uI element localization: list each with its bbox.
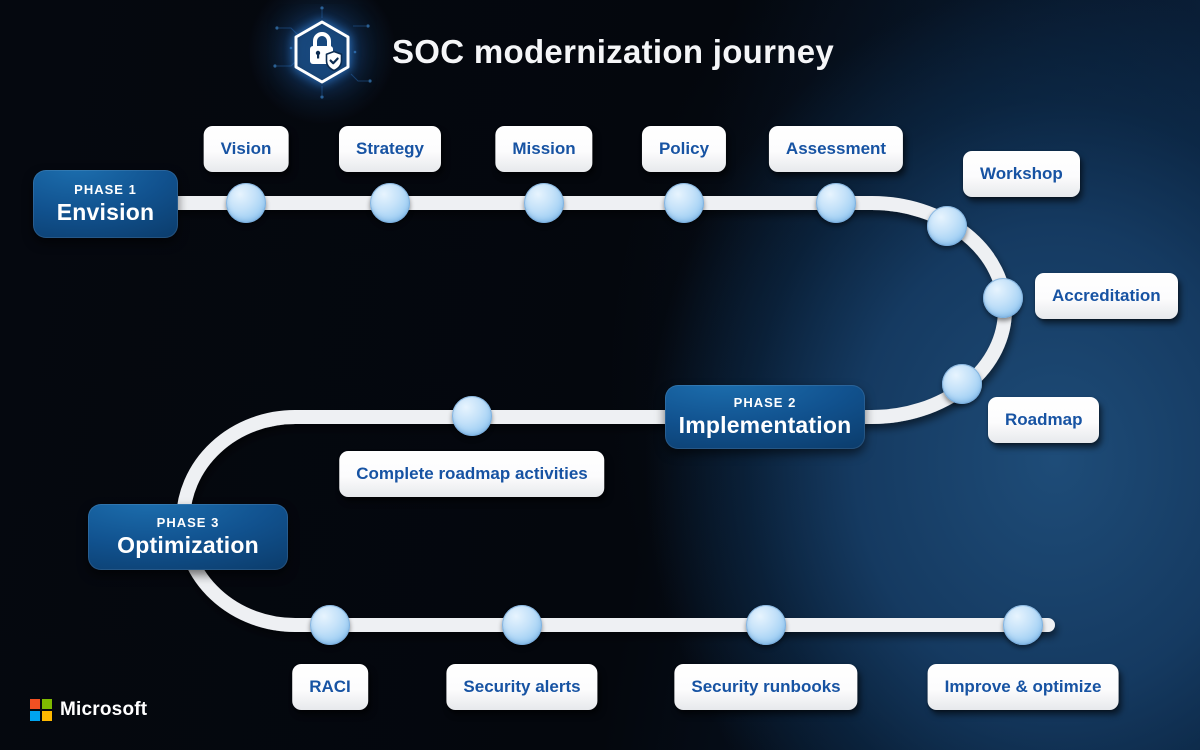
- phase-3-name: Optimization: [117, 532, 259, 558]
- path-node-raci: [310, 605, 350, 645]
- milestone-raci: RACI: [292, 664, 368, 710]
- milestone-roadmap: Roadmap: [988, 397, 1100, 443]
- microsoft-logo-icon: [30, 699, 52, 721]
- path-node-vision: [226, 183, 266, 223]
- milestone-security-alerts: Security alerts: [446, 664, 598, 710]
- road-line: [143, 196, 1055, 632]
- milestone-accreditation: Accreditation: [1035, 273, 1178, 319]
- phase-1-label: PHASE 1: [74, 182, 137, 197]
- phase-2-card: PHASE 2 Implementation: [665, 385, 865, 449]
- ms-square-blue: [30, 711, 40, 721]
- circuit-dots-decoration: [273, 6, 372, 99]
- path-node-complete-roadmap-activities: [452, 396, 492, 436]
- path-node-assessment: [816, 183, 856, 223]
- path-node-security-alerts: [502, 605, 542, 645]
- path-node-strategy: [370, 183, 410, 223]
- ms-square-green: [42, 699, 52, 709]
- phase-1-name: Envision: [56, 199, 155, 225]
- shield-check-icon: [325, 50, 343, 72]
- phase-3-label: PHASE 3: [156, 515, 220, 530]
- phase-2-name: Implementation: [678, 412, 852, 438]
- microsoft-logo: Microsoft: [30, 699, 147, 721]
- page-title: SOC modernization journey: [392, 33, 835, 70]
- milestone-assessment: Assessment: [768, 126, 904, 172]
- milestone-vision: Vision: [203, 126, 289, 172]
- path-node-policy: [664, 183, 704, 223]
- path-node-accreditation: [983, 278, 1023, 318]
- path-node-improve-optimize: [1003, 605, 1043, 645]
- phase-2-label: PHASE 2: [733, 395, 797, 410]
- phase-1-card: PHASE 1 Envision: [33, 170, 178, 238]
- milestone-complete-roadmap-activities: Complete roadmap activities: [339, 451, 605, 497]
- milestone-security-runbooks: Security runbooks: [674, 664, 858, 710]
- ms-square-yellow: [42, 711, 52, 721]
- milestone-workshop: Workshop: [963, 151, 1080, 197]
- path-node-workshop: [927, 206, 967, 246]
- milestone-strategy: Strategy: [338, 126, 442, 172]
- path-node-security-runbooks: [746, 605, 786, 645]
- path-node-mission: [524, 183, 564, 223]
- microsoft-wordmark: Microsoft: [60, 699, 148, 720]
- milestone-improve-optimize: Improve & optimize: [927, 664, 1119, 710]
- path-node-roadmap: [942, 364, 982, 404]
- ms-square-red: [30, 699, 40, 709]
- milestone-mission: Mission: [495, 126, 593, 172]
- hexagon-lock-shield-icon: [273, 6, 372, 99]
- milestone-policy: Policy: [641, 126, 727, 172]
- phase-3-card: PHASE 3 Optimization: [88, 504, 288, 570]
